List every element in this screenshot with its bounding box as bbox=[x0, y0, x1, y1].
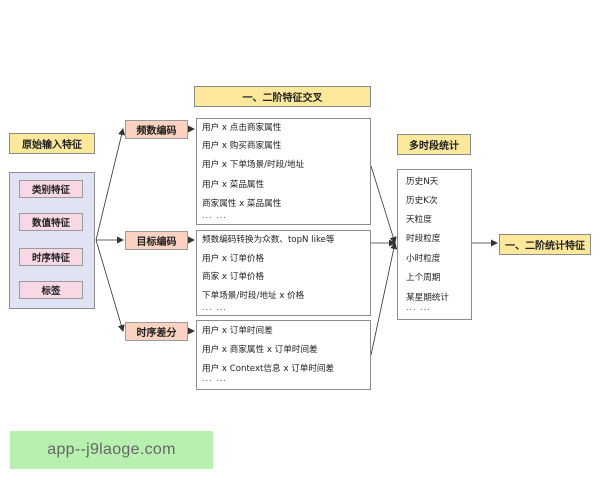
list-item: 上个周期 bbox=[406, 273, 441, 283]
list-item: 历史K次 bbox=[406, 196, 438, 206]
list-item: 小时粒度 bbox=[406, 254, 441, 264]
list-item: 用户 x Context信息 x 订单时间差 bbox=[202, 364, 335, 374]
encoding-frequency: 频数编码 bbox=[125, 120, 188, 139]
source-item-label: 标签 bbox=[19, 281, 83, 299]
list-item: 历史N天 bbox=[406, 177, 439, 187]
list-item: 用户 x 购买商家属性 bbox=[202, 141, 282, 151]
list-item: 某星期统计 bbox=[406, 293, 449, 303]
arrow-to-frequency-encoding bbox=[95, 128, 125, 241]
list-item: 用户 x 菜品属性 bbox=[202, 180, 265, 190]
list-item: 下单场景/时段/地址 x 价格 bbox=[202, 291, 305, 301]
list-item: 频数编码转换为众数、topN like等 bbox=[202, 235, 335, 245]
cross-frequency-ellipsis: ... ... bbox=[202, 211, 227, 220]
source-input-panel: 类别特征 数值特征 时序特征 标签 bbox=[9, 172, 95, 309]
encoding-time-diff: 时序差分 bbox=[125, 322, 188, 341]
list-item: 用户 x 下单场景/时段/地址 bbox=[202, 160, 305, 170]
cross-time-diff-panel: 用户 x 订单时间差 用户 x 商家属性 x 订单时间差 用户 x Contex… bbox=[196, 320, 371, 390]
list-item: 用户 x 订单价格 bbox=[202, 254, 265, 264]
encoding-target: 目标编码 bbox=[125, 231, 188, 250]
arrow-cross1-to-period bbox=[370, 165, 397, 244]
list-item: 用户 x 订单时间差 bbox=[202, 326, 273, 336]
list-item: 天粒度 bbox=[406, 215, 432, 225]
watermark: app--j9laoge.com bbox=[10, 431, 213, 469]
multi-period-ellipsis: ... ... bbox=[406, 303, 431, 312]
list-item: 商家 x 订单价格 bbox=[202, 272, 265, 282]
source-item-category: 类别特征 bbox=[19, 180, 83, 198]
source-item-timeseries: 时序特征 bbox=[19, 248, 83, 266]
multi-period-title: 多时段统计 bbox=[397, 134, 471, 155]
cross-frequency-panel: 用户 x 点击商家属性 用户 x 购买商家属性 用户 x 下单场景/时段/地址 … bbox=[196, 118, 371, 225]
arrow-to-time-diff bbox=[95, 239, 125, 332]
output-title: 一、二阶统计特征 bbox=[499, 234, 591, 255]
source-input-title: 原始输入特征 bbox=[9, 133, 95, 154]
cross-features-title: 一、二阶特征交叉 bbox=[194, 86, 371, 107]
source-item-numeric: 数值特征 bbox=[19, 213, 83, 231]
list-item: 时段粒度 bbox=[406, 234, 441, 244]
multi-period-panel: 历史N天 历史K次 天粒度 时段粒度 小时粒度 上个周期 某星期统计 ... .… bbox=[397, 169, 472, 320]
cross-time-diff-ellipsis: ... ... bbox=[202, 374, 227, 383]
list-item: 商家属性 x 菜品属性 bbox=[202, 199, 282, 209]
list-item: 用户 x 点击商家属性 bbox=[202, 123, 282, 133]
cross-target-ellipsis: ... ... bbox=[202, 303, 227, 312]
list-item: 用户 x 商家属性 x 订单时间差 bbox=[202, 345, 318, 355]
cross-target-panel: 频数编码转换为众数、topN like等 用户 x 订单价格 商家 x 订单价格… bbox=[196, 230, 371, 316]
arrow-cross3-to-period bbox=[370, 242, 398, 356]
